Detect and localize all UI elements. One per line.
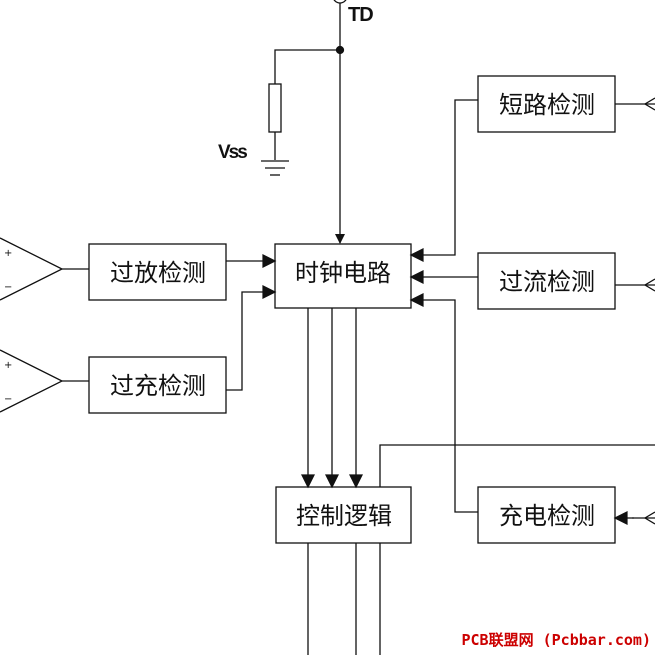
- control-output-wire: [379, 444, 655, 487]
- short-circuit-label: 短路检测: [499, 91, 595, 119]
- vss-label: Vss: [218, 142, 247, 163]
- plus-sign: +: [4, 248, 12, 259]
- plus-sign: +: [4, 360, 12, 371]
- clock-label: 时钟电路: [295, 259, 391, 287]
- overdischarge-block: [88, 243, 227, 301]
- ground-icon: [261, 160, 289, 176]
- control-block: [275, 486, 412, 544]
- resistor-wire: [274, 49, 340, 84]
- overcharge-label: 过充检测: [110, 372, 206, 400]
- overcharge-to-clock-arrow: [226, 285, 277, 391]
- charge-detect-label: 充电检测: [499, 502, 595, 530]
- overcurrent-block: [477, 252, 616, 310]
- minus-sign: −: [4, 282, 12, 293]
- resistor: [268, 83, 282, 133]
- charge-comparator: [643, 511, 655, 525]
- control-label: 控制逻辑: [296, 502, 392, 530]
- charge-detect-to-clock-arrow: [409, 293, 478, 513]
- watermark-text: PCB联盟网 (Pcbbar.com): [462, 631, 652, 649]
- overcurrent-comparator: [643, 278, 655, 292]
- short-circuit-comparator: [643, 97, 655, 111]
- short-circuit-to-clock-arrow: [409, 99, 478, 262]
- overcharge-block: [88, 356, 227, 414]
- overdischarge-label: 过放检测: [110, 259, 206, 287]
- td-label: TD: [348, 4, 373, 26]
- overcurrent-label: 过流检测: [499, 268, 595, 296]
- minus-sign: −: [4, 394, 12, 405]
- td-terminal: [333, 0, 347, 4]
